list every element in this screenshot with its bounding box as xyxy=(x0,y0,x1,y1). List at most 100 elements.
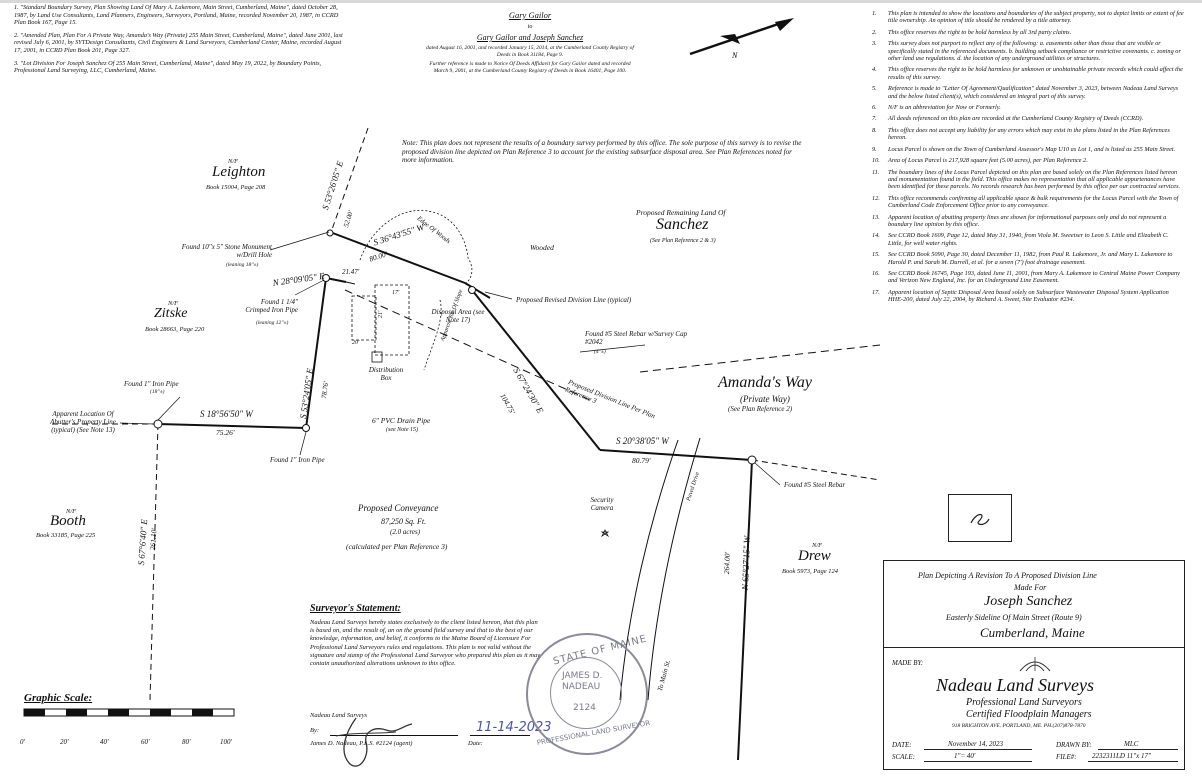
conveyance-area: 87,250 Sq. Ft. xyxy=(381,517,427,526)
company-sub-2: Certified Floodplain Managers xyxy=(966,709,1092,720)
note-item: 10.Area of Locus Parcel is 217,928 squar… xyxy=(872,157,1088,165)
file-label: FILE#: xyxy=(1056,753,1077,761)
note-item: 11.The boundary lines of the Locus Parce… xyxy=(872,168,1181,191)
scale-tick: 0' xyxy=(20,738,25,746)
booth-nf: N/F xyxy=(66,508,77,515)
pvc-pipe-label: 6" PVC Drain Pipe xyxy=(372,416,431,425)
note-item: 4.This office reserves the right to be h… xyxy=(872,66,1183,81)
reference-1: 1. "Standard Boundary Survey, Plan Showi… xyxy=(14,4,339,27)
general-notes: 1.This plan is intended to show the loca… xyxy=(872,10,1184,308)
signed-date: 11-14-2023 xyxy=(476,720,552,735)
sanchez-ref: (See Plan Reference 2 & 3) xyxy=(650,238,716,244)
booth-name: Booth xyxy=(50,513,86,529)
statement-body: Nadeau Land Surveys hereby states exclus… xyxy=(310,619,541,668)
statement-company: Nadeau Land Surveys xyxy=(310,712,368,719)
date-field-value: November 14, 2023 xyxy=(948,740,1004,748)
zitske-book: Book 28663, Page 220 xyxy=(145,326,205,333)
date-field-label: DATE: xyxy=(892,741,912,749)
sanchez-pre: Proposed Remaining Land Of xyxy=(636,208,726,217)
note-item: 5.Reference is made to "Letter Of Agreem… xyxy=(872,85,1179,100)
crimped-pipe-marker xyxy=(322,274,330,282)
scale-tick: 40' xyxy=(100,738,109,746)
scale-tick: 100' xyxy=(220,738,232,746)
made-by-label: MADE BY: xyxy=(892,659,924,667)
seal-name-2: NADEAU xyxy=(562,682,601,692)
drew-book: Book 5973, Page 124 xyxy=(782,568,838,575)
leighton-book: Book 15004, Page 208 xyxy=(206,184,266,191)
bearing-label: S 20°38'05" W xyxy=(616,436,669,446)
iron-pipe-top-up: (18"±) xyxy=(150,389,165,395)
survey-drawing xyxy=(23,127,880,761)
graphic-scale-title: Graphic Scale: xyxy=(24,692,93,704)
signature-line xyxy=(330,735,458,736)
note-item: 7.All deeds referenced on this plan are … xyxy=(872,115,1144,123)
north-label: N xyxy=(731,51,738,60)
grantor-detail: dated August 16, 2001, and recorded Janu… xyxy=(426,45,634,58)
dimension-label: 21' xyxy=(378,310,384,318)
company-address: 918 BRIGHTON AVE. PORTLAND, ME. PH.(207)… xyxy=(952,723,1086,729)
amandas-way-title: Amanda's Way xyxy=(718,374,812,391)
title-line-2: Made For xyxy=(1014,583,1047,592)
rebar-cap-label: Found #5 Steel Rebar w/Survey Cap #2042 xyxy=(585,330,688,346)
distance-label: 21.47' xyxy=(342,268,360,276)
drew-name: Drew xyxy=(798,548,831,564)
note-item: 2.This office reserves the right to be h… xyxy=(872,28,1072,36)
distance-label: 80.79' xyxy=(632,456,651,465)
stone-monument-marker xyxy=(326,229,334,237)
leighton-name: Leighton xyxy=(212,164,266,180)
reference-2: 2. "Amended Plan, Plan For A Private Way… xyxy=(14,31,343,54)
drawn-by-label: DRAWN BY: xyxy=(1056,741,1092,749)
crimped-leaning-label: (leaning 12"±) xyxy=(256,320,289,326)
scale-tick: 60' xyxy=(141,738,150,746)
zitske-nf: N/F xyxy=(168,300,179,307)
note-item: 8.This office does not accept any liabil… xyxy=(872,126,1170,142)
iron-pipe-bottom-label: Found 1" Iron Pipe xyxy=(270,456,325,464)
bearing-label: S 18°56'50" W xyxy=(200,409,253,419)
title-block: Plan Depicting A Revision To A Proposed … xyxy=(883,560,1185,770)
note-item: 14.See CCRD Book 1609, Page 12, dated Ma… xyxy=(872,232,1169,247)
note-item: 13.Apparent location of abutting propert… xyxy=(872,213,1167,228)
plan-references: 1. "Standard Boundary Survey, Plan Showi… xyxy=(14,4,344,80)
note-item: 17.Apparent location of Septic Disposal … xyxy=(872,288,1169,304)
statement-title: Surveyor's Statement: xyxy=(310,603,401,614)
reference-3: 3. "Lot Division For Joseph Sanchez Of 2… xyxy=(14,59,322,75)
leighton-nf: N/F xyxy=(228,158,239,165)
seal-inner-ring xyxy=(550,657,622,729)
file-value: 2232311LD 11"x 17" xyxy=(1092,752,1151,760)
scale-underline xyxy=(924,761,1032,762)
client-location: Easterly Sideline Of Main Street (Route … xyxy=(946,613,1082,622)
plan-ref-2-label: (See Plan Reference 2) xyxy=(728,405,793,413)
client-name: Joseph Sanchez xyxy=(984,594,1073,609)
iron-pipe-marker xyxy=(153,419,163,429)
dimension-label: 20' xyxy=(352,340,360,346)
note-item: 9.Locus Parcel is shown on the Town of C… xyxy=(872,145,1176,153)
seal-name-1: JAMES D. xyxy=(562,671,603,681)
grantor-to: Gary Gailor and Joseph Sanchez xyxy=(476,33,584,42)
leighton-line xyxy=(329,127,369,236)
security-camera-label: Security Camera xyxy=(590,496,614,512)
surveyor-seal: STATE OF MAINE JAMES D. NADEAU 2124 PROF… xyxy=(526,633,651,755)
private-way-label: (Private Way) xyxy=(740,394,790,404)
north-arrow: N xyxy=(680,14,800,67)
note-item: 6.N/F is an abbreviation for Now or Form… xyxy=(872,104,1001,112)
surveyor-statement: Surveyor's Statement: Nadeau Land Survey… xyxy=(310,603,542,668)
date-label: Date: xyxy=(468,740,483,747)
note-item: 1.This plan is intended to show the loca… xyxy=(872,10,1184,25)
client-town: Cumberland, Maine xyxy=(980,625,1085,640)
signer-name: James D. Nadeau, P.L.S. #2124 (agent) xyxy=(310,740,413,747)
stone-leaning-label: (leaning 18"±) xyxy=(226,262,259,268)
grantor-from: Gary Gailor xyxy=(508,10,552,20)
conveyance-acres: (2.0 acres) xyxy=(390,528,421,536)
company-sub-1: Professional Land Surveyors xyxy=(966,697,1082,708)
iron-pipe-top-label: Found 1" Iron Pipe xyxy=(124,380,179,388)
zitske-name: Zitske xyxy=(154,306,188,321)
by-label: By: xyxy=(310,727,320,734)
steel-rebar-label: Found #5 Steel Rebar xyxy=(784,481,846,489)
title-line-1: Plan Depicting A Revision To A Proposed … xyxy=(918,571,1097,580)
revised-division-label: Proposed Revised Division Line (typical) xyxy=(516,296,632,304)
surveyor-signature xyxy=(335,717,413,767)
dimension-label: 17' xyxy=(392,290,400,296)
note-item: 12.This office recommends confirming all… xyxy=(872,194,1179,210)
initials-box xyxy=(948,494,1012,542)
scale-tick: 80' xyxy=(182,738,191,746)
